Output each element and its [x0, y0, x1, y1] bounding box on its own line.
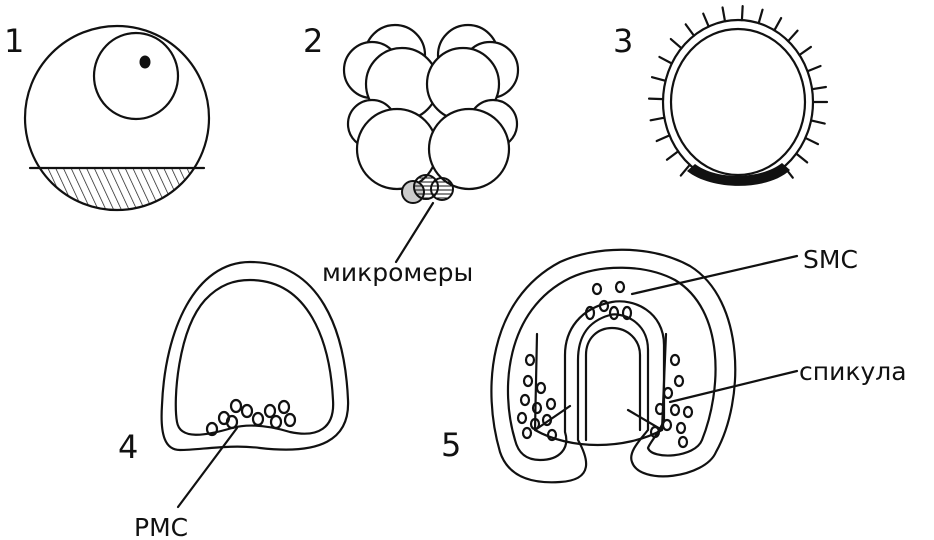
stage-1-number: 1 — [4, 22, 24, 60]
cilium — [788, 31, 797, 41]
pmc-cells — [518, 355, 692, 447]
stage-3-blastula: 3 — [613, 6, 827, 186]
archenteron — [586, 328, 640, 440]
stage-2-cleavage-embryo: 2 микромеры — [303, 22, 518, 287]
micromeres-pointer — [396, 203, 433, 262]
cilium — [652, 77, 666, 81]
cilium — [686, 24, 694, 35]
stage-3-number: 3 — [613, 22, 633, 60]
cilium — [657, 135, 670, 141]
cilium — [799, 47, 810, 55]
blastula-outer-wall — [162, 262, 349, 450]
spicules — [535, 334, 666, 445]
gastrula-outer-wall — [491, 250, 735, 483]
cilium — [805, 138, 818, 144]
smc-label: SMC — [803, 245, 858, 274]
cilium — [796, 154, 807, 163]
spicule-label: спикула — [799, 357, 907, 386]
cilium — [774, 18, 781, 30]
stage-5-gastrula: 5 — [441, 245, 907, 482]
cilium — [667, 151, 678, 159]
blastula-outer-wall — [663, 20, 813, 184]
stage-1-egg: 1 — [4, 22, 220, 228]
stage-4-number: 4 — [118, 428, 138, 466]
blastula-inner-wall — [176, 280, 333, 435]
cilium — [812, 87, 826, 89]
pmc-pointer — [178, 428, 237, 507]
stage-5-number: 5 — [441, 426, 461, 464]
pmc-label: PMC — [134, 513, 188, 540]
blastula-cilia — [649, 6, 827, 178]
stage-4-mesenchyme-blastula: 4 PMC — [118, 262, 348, 540]
spicule-connector — [535, 430, 662, 445]
micromeres-label: микромеры — [322, 258, 473, 287]
cilium — [811, 120, 825, 123]
cilium — [742, 6, 743, 20]
cilium — [671, 39, 682, 48]
cilium — [723, 7, 725, 21]
macromere-cell — [429, 109, 509, 189]
egg-nucleus — [94, 33, 178, 119]
egg-nucleolus — [140, 56, 151, 69]
cilium — [703, 14, 708, 27]
cilium — [808, 66, 821, 71]
blastula-inner-wall — [671, 29, 805, 175]
cilium — [651, 118, 665, 121]
micromere-cell — [431, 178, 453, 200]
egg-vegetal-pole-hatching — [20, 168, 220, 228]
cilium — [659, 57, 671, 64]
stage-2-number: 2 — [303, 22, 323, 60]
cilium — [759, 10, 763, 23]
